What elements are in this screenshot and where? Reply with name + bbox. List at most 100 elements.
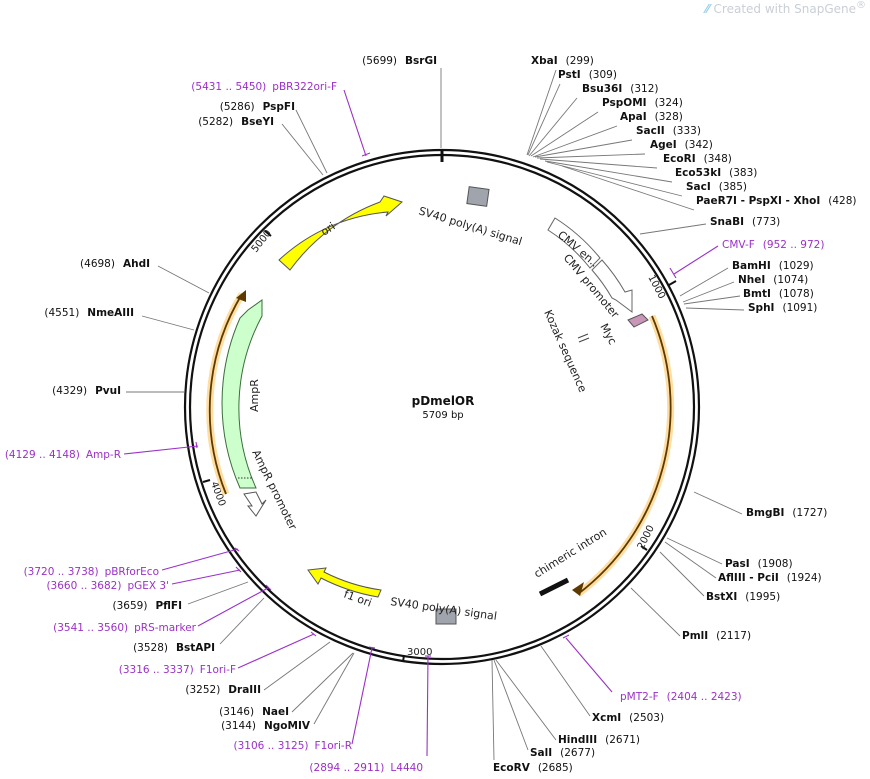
ampr-promoter-feature[interactable] xyxy=(243,491,267,517)
enzyme-psti[interactable]: PstI(309) xyxy=(558,69,617,81)
cmv-promoter-feature[interactable] xyxy=(591,259,633,313)
primer-leader-pbrforeco xyxy=(161,548,239,571)
enzyme-afliii-pcii[interactable]: AflIII - PciI(1924) xyxy=(718,572,822,584)
primer-f1ori-f[interactable]: (3316 .. 3337)F1ori-F xyxy=(119,664,236,676)
enzyme-pspomi[interactable]: PspOMI(324) xyxy=(602,97,683,109)
sv40-polya-top-label: SV40 poly(A) signal xyxy=(417,204,524,248)
leader-bmti xyxy=(683,295,741,305)
enzyme-sacii[interactable]: SacII(333) xyxy=(636,125,701,137)
leader-ahdi xyxy=(157,265,210,294)
enzyme-nhei[interactable]: NheI(1074) xyxy=(738,274,808,286)
orf-right-halo xyxy=(575,314,675,597)
enzyme-nmeaiii[interactable]: (4551)NmeAIII xyxy=(44,307,134,319)
enzyme-pvui[interactable]: (4329)PvuI xyxy=(52,385,121,397)
kozak-label: Kozak sequence xyxy=(541,308,589,395)
leader-nhei xyxy=(682,281,735,303)
leader-afliii xyxy=(664,541,717,579)
primer-leader-cmv-f xyxy=(673,245,719,275)
primer-leader-lines xyxy=(123,89,719,757)
f1-ori-feature[interactable] xyxy=(307,567,382,598)
leader-agei xyxy=(536,153,646,159)
kozak-feature-a xyxy=(577,333,589,339)
cmv-enhancer-feature[interactable] xyxy=(547,217,601,269)
ampr-label: AmpR xyxy=(248,379,261,412)
primer-pgex3[interactable]: (3660 .. 3682)pGEX 3' xyxy=(46,580,169,592)
leader-saci xyxy=(546,161,683,197)
myc-feature[interactable] xyxy=(627,313,649,328)
enzyme-pflfi[interactable]: (3659)PflFI xyxy=(113,600,182,612)
enzyme-bmti[interactable]: BmtI(1078) xyxy=(743,288,814,300)
chimeric-intron-feature[interactable] xyxy=(538,577,570,597)
leader-pspfi xyxy=(295,109,328,174)
primer-pmt2-f[interactable]: pMT2-F(2404 .. 2423) xyxy=(620,691,742,703)
primer-prs-marker[interactable]: (3541 .. 3560)pRS-marker xyxy=(53,622,197,634)
leader-bsu36i xyxy=(528,97,578,157)
leader-naei xyxy=(291,652,354,713)
leader-apai xyxy=(532,125,618,158)
enzyme-bsrgi[interactable]: (5699)BsrGI xyxy=(362,55,437,67)
primer-mark-f1ori-r xyxy=(368,646,376,649)
primer-mark-f1ori-f xyxy=(310,631,317,637)
enzyme-agei[interactable]: AgeI(342) xyxy=(650,139,713,151)
enzyme-leader-lines xyxy=(126,68,745,761)
primer-l4440[interactable]: (2894 .. 2911)L4440 xyxy=(309,762,423,774)
enzyme-bstxi[interactable]: BstXI(1995) xyxy=(706,591,780,603)
orf-right-arrowhead xyxy=(572,582,584,596)
primer-mark-pmt2-f xyxy=(562,634,570,639)
enzyme-ecorv[interactable]: EcoRV(2685) xyxy=(493,762,573,774)
enzyme-bseyi[interactable]: (5282)BseYI xyxy=(198,116,274,128)
enzyme-hindiii[interactable]: HindIII(2671) xyxy=(558,734,640,746)
ampr-feature[interactable] xyxy=(221,299,263,489)
enzyme-bamhi[interactable]: BamHI(1029) xyxy=(732,260,814,272)
orf-right-feature[interactable] xyxy=(577,315,672,595)
ampr-promoter-label: AmpR promoter xyxy=(249,448,299,533)
enzyme-bmgbi[interactable]: BmgBI(1727) xyxy=(746,507,827,519)
leader-bseyi xyxy=(281,123,324,176)
leader-bmgbi xyxy=(693,491,743,515)
enzyme-pmli[interactable]: PmlI(2117) xyxy=(682,630,751,642)
enzyme-eco53ki[interactable]: Eco53kI(383) xyxy=(675,167,757,179)
enzyme-bstapi[interactable]: (3528)BstAPI xyxy=(133,642,215,654)
enzyme-sali[interactable]: SalI(2677) xyxy=(530,747,595,759)
leader-bstapi xyxy=(219,597,265,645)
enzyme-bsu36i[interactable]: Bsu36I(312) xyxy=(582,83,658,95)
kozak-feature-b xyxy=(578,337,590,343)
enzyme-naei[interactable]: (3146)NaeI xyxy=(219,706,289,718)
primer-pbrforeco[interactable]: (3720 .. 3738)pBRforEco xyxy=(24,566,159,578)
leader-snabi xyxy=(639,223,707,235)
enzyme-apai[interactable]: ApaI(328) xyxy=(620,111,683,123)
enzyme-pasi[interactable]: PasI(1908) xyxy=(725,558,793,570)
leader-pmli xyxy=(630,587,681,637)
sv40-polya-bottom-feature[interactable] xyxy=(435,608,457,625)
ori-feature[interactable] xyxy=(278,195,403,271)
enzyme-ahdi[interactable]: (4698)AhdI xyxy=(80,258,150,270)
leader-xcmi xyxy=(540,645,591,717)
plasmid-size: 5709 bp xyxy=(422,410,463,421)
enzyme-pspfi[interactable]: (5286)PspFI xyxy=(220,101,295,113)
leader-bstxi xyxy=(659,551,705,597)
primer-leader-f1ori-f xyxy=(237,633,315,669)
primer-leader-pbr322ori-f xyxy=(343,89,367,157)
enzyme-xbai[interactable]: XbaI(299) xyxy=(531,55,594,67)
primer-labels: (5431 .. 5450)pBR322ori-F CMV-F(952 .. 9… xyxy=(5,81,825,774)
tick-mark-1000 xyxy=(668,280,677,286)
leader-eco53ki xyxy=(544,160,673,183)
enzyme-saci[interactable]: SacI(385) xyxy=(686,181,747,193)
enzyme-xcmi[interactable]: XcmI(2503) xyxy=(592,712,664,724)
primer-amp-r[interactable]: (4129 .. 4148)Amp-R xyxy=(5,449,121,461)
enzyme-snabi[interactable]: SnaBI(773) xyxy=(710,216,780,228)
primer-f1ori-r[interactable]: (3106 .. 3125)F1ori-R xyxy=(234,740,352,752)
chimeric-intron-label: chimeric intron xyxy=(532,526,609,581)
primer-leader-pgex3 xyxy=(171,569,241,585)
enzyme-paer7i-pspxi-xhoi[interactable]: PaeR7I - PspXI - XhoI(428) xyxy=(696,195,856,207)
primer-pbr322ori-f[interactable]: (5431 .. 5450)pBR322ori-F xyxy=(191,81,337,93)
enzyme-ngomiv[interactable]: (3144)NgoMIV xyxy=(221,720,311,732)
primer-cmv-f[interactable]: CMV-F(952 .. 972) xyxy=(722,239,824,251)
sv40-polya-top-feature[interactable] xyxy=(466,186,490,207)
primer-mark-pbr322ori-f xyxy=(361,152,371,157)
enzyme-ecori[interactable]: EcoRI(348) xyxy=(663,153,732,165)
orf-left-feature[interactable] xyxy=(208,293,243,495)
enzyme-draiii[interactable]: (3252)DraIII xyxy=(185,684,261,696)
enzyme-labels-right: XbaI(299) PstI(309) Bsu36I(312) PspOMI(3… xyxy=(493,55,856,774)
enzyme-sphi[interactable]: SphI(1091) xyxy=(748,302,817,314)
